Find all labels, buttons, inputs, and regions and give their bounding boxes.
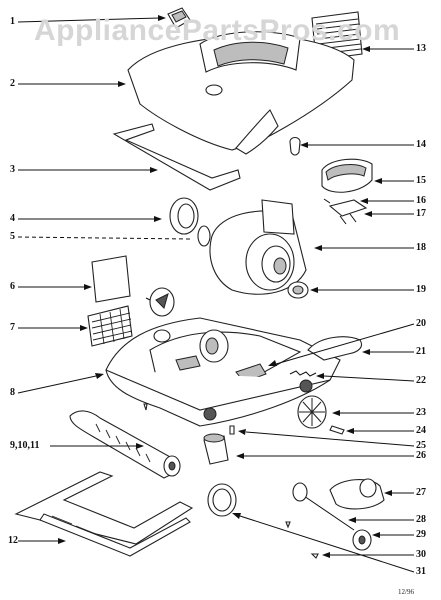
part-27-wheel-bracket <box>329 478 385 510</box>
callout-25: 25 <box>416 440 426 451</box>
impeller <box>145 287 175 317</box>
part-7-mesh <box>87 305 133 347</box>
part-8-base <box>105 317 341 427</box>
part-23-wheel <box>297 395 327 429</box>
part-22-spring <box>289 370 317 377</box>
part-26-cup <box>203 433 229 465</box>
part-31-belt <box>207 483 237 517</box>
callout-15: 15 <box>416 175 426 186</box>
callout-7: 7 <box>10 322 15 333</box>
callout-2: 2 <box>10 78 15 89</box>
diagram-date: 12/96 <box>398 588 414 596</box>
part-15-handle-block <box>321 158 373 193</box>
part-25-clip <box>229 425 235 435</box>
callout-1: 1 <box>10 16 15 27</box>
callout-29: 29 <box>416 529 426 540</box>
part-30-washer <box>310 553 319 559</box>
callout-22: 22 <box>416 375 426 386</box>
part-3-bumper <box>112 123 241 191</box>
callout-19: 19 <box>416 284 426 295</box>
callout-27: 27 <box>416 487 426 498</box>
callout-4: 4 <box>10 213 15 224</box>
callout-24: 24 <box>416 425 426 436</box>
callout-30: 30 <box>416 549 426 560</box>
leader-lines <box>17 15 415 573</box>
callout-21: 21 <box>416 346 426 357</box>
part-9-brush-roll <box>69 410 181 479</box>
part-29-small-wheel <box>352 529 372 551</box>
part-14-knob <box>289 136 301 156</box>
callout-6: 6 <box>10 281 15 292</box>
part-1-latch <box>167 7 191 29</box>
callout-23: 23 <box>416 407 426 418</box>
callout-18: 18 <box>416 242 426 253</box>
callout-31: 31 <box>416 566 426 577</box>
callout-3: 3 <box>10 164 15 175</box>
callout-28: 28 <box>416 514 426 525</box>
callout-12: 12 <box>8 535 18 546</box>
callout-8: 8 <box>10 387 15 398</box>
callout-16: 16 <box>416 195 426 206</box>
part-24-pin <box>329 425 345 435</box>
part-4-gasket <box>169 197 199 235</box>
part-5-seal <box>197 225 211 247</box>
callout-20: 20 <box>416 318 426 329</box>
callout-26: 26 <box>416 450 426 461</box>
callout-14: 14 <box>416 139 426 150</box>
part-2-hood <box>127 31 355 155</box>
callout-9-10-11: 9,10,11 <box>10 440 40 451</box>
part-6-filter <box>91 255 131 303</box>
part-19-ring <box>287 281 309 299</box>
part-28-axle <box>292 482 355 531</box>
part-12-bottom-plate <box>14 471 194 557</box>
callout-13: 13 <box>416 43 426 54</box>
small-marks <box>143 403 291 529</box>
part-18-motor <box>209 199 307 295</box>
callout-17: 17 <box>416 208 426 219</box>
callout-5: 5 <box>10 231 15 242</box>
part-16-17-bracket <box>323 198 368 225</box>
